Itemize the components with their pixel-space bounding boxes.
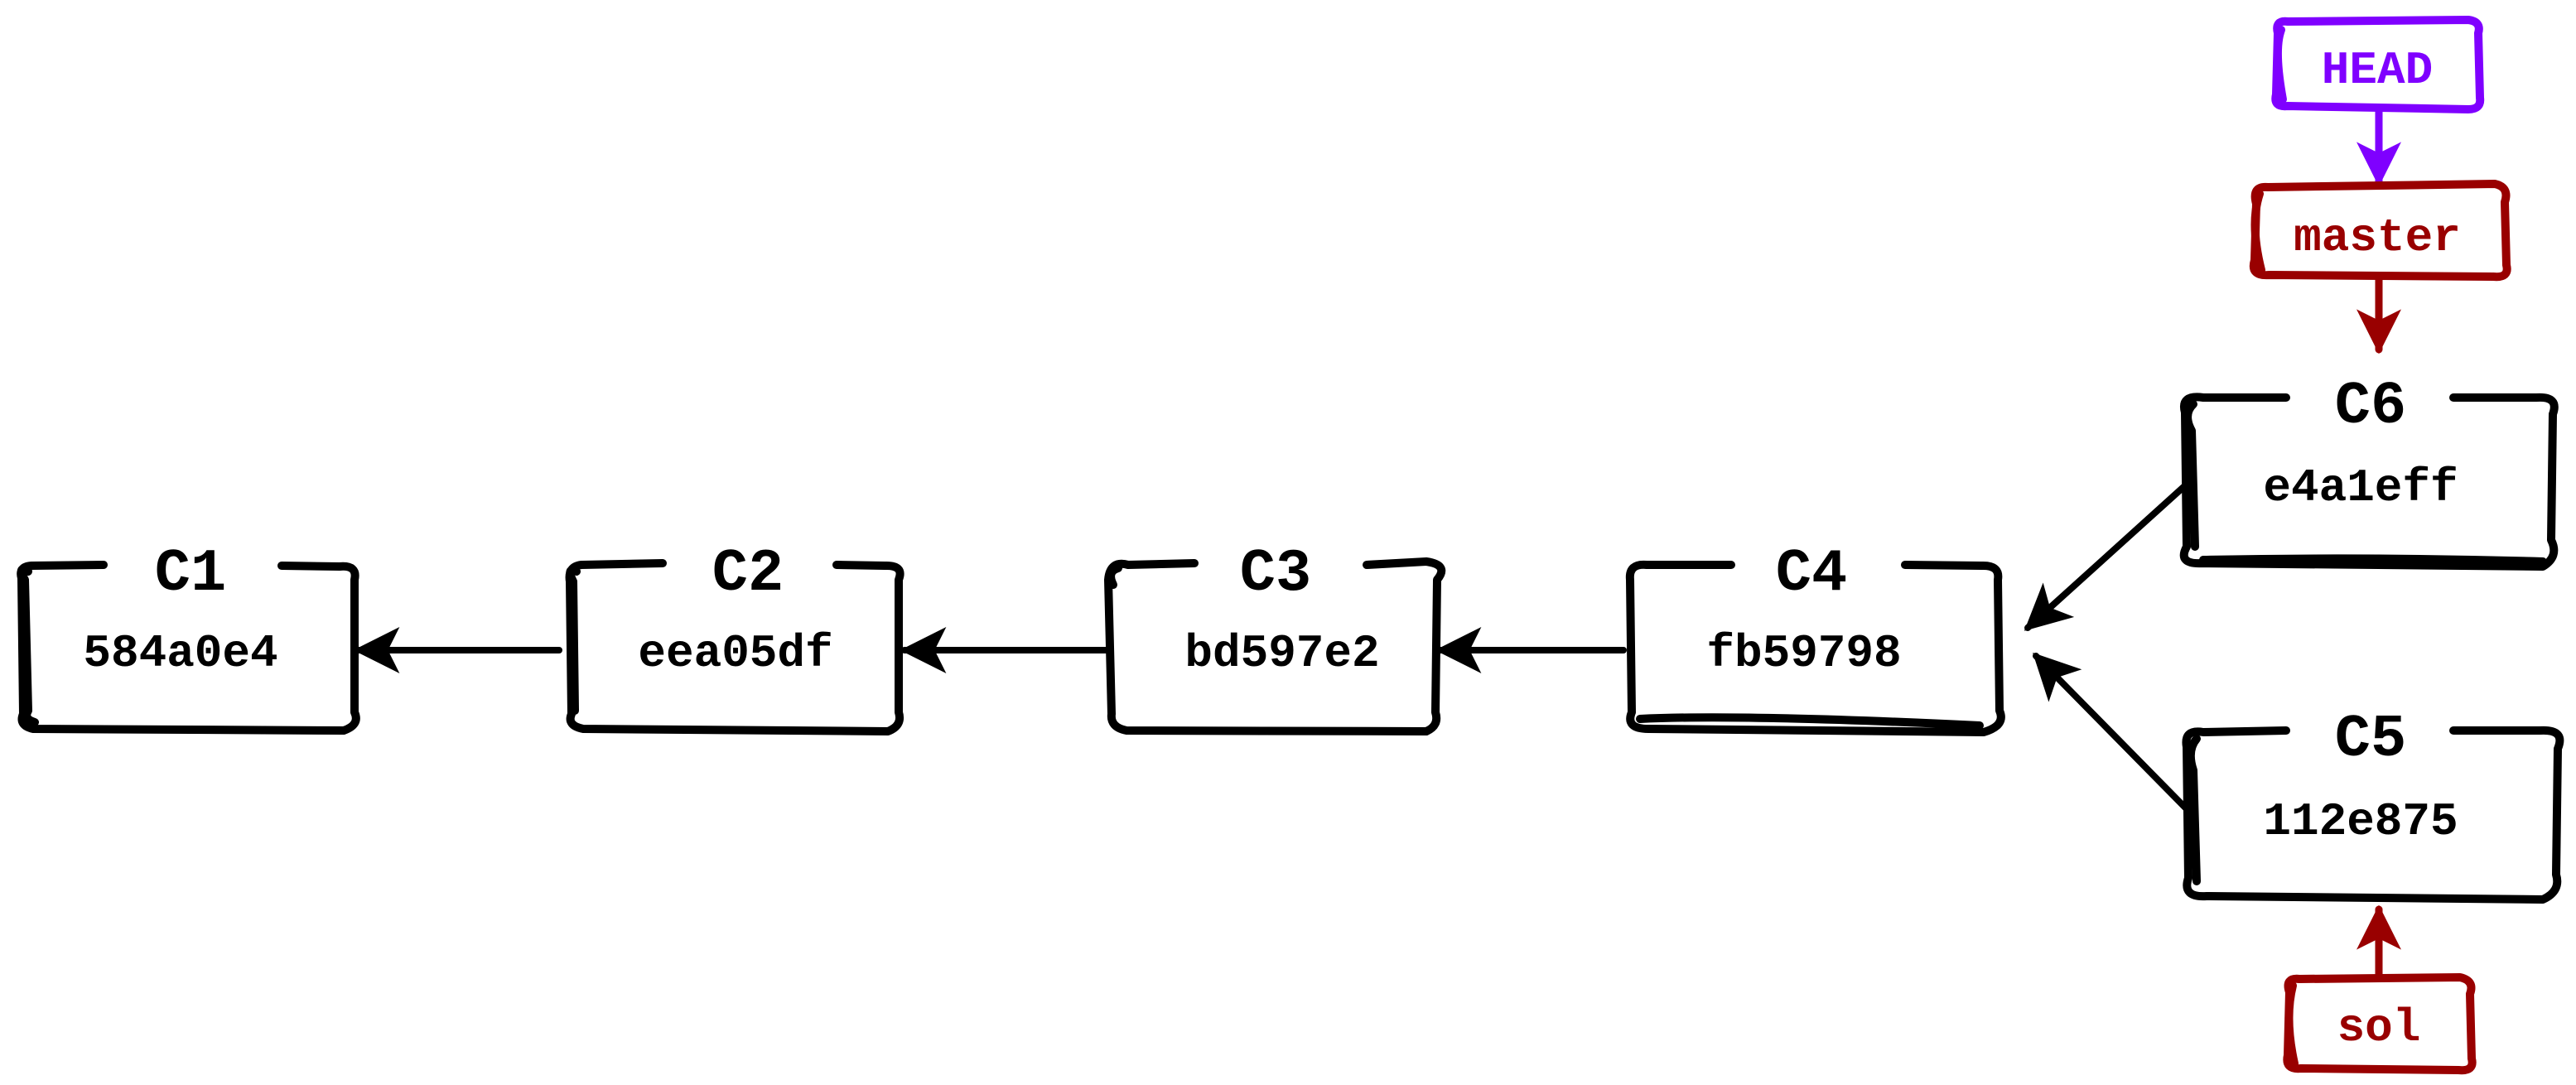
commit-hash: 584a0e4 [83,627,277,680]
commit-frame [2182,726,2564,904]
commit-node: C5 112e875 [2182,706,2564,904]
commit-hash: bd597e2 [1184,627,1379,680]
ref-label: HEAD [2322,44,2433,97]
commit-node: C4 fb59798 [1625,540,2005,736]
commit-node: C2 eea05df [565,540,904,735]
ref-frame [2271,16,2485,113]
commit-frame [1625,560,2005,736]
commit-node: C1 584a0e4 [17,540,360,735]
commit-id: C6 [2335,373,2406,441]
commit-frame [565,559,904,735]
head-ref: HEAD [2271,16,2485,113]
ref-frame [2249,180,2511,282]
branch-ref-sol: sol [2283,973,2477,1075]
commit-hash: eea05df [638,627,832,680]
commit-node: C6 e4a1eff [2179,373,2559,571]
commit-hash: e4a1eff [2263,461,2458,514]
commit-frame [2179,393,2559,571]
commit-id: C5 [2335,706,2406,774]
commit-node: C3 bd597e2 [1104,540,1446,735]
commit-id: C4 [1776,540,1847,608]
branch-ref-master: master [2249,180,2511,282]
commit-frame [1104,557,1446,735]
edge-c6-c4 [2024,477,2194,631]
commit-id: C2 [712,540,784,608]
ref-frame [2283,973,2477,1075]
ref-label: master [2294,211,2461,264]
commit-frame [17,561,360,735]
commit-hash: fb59798 [1706,627,1901,680]
ref-label: sol [2337,1001,2421,1054]
commit-id: C3 [1240,540,1311,608]
commit-id: C1 [155,540,226,608]
edge-c5-c4 [2033,653,2194,817]
commit-hash: 112e875 [2263,795,2458,848]
